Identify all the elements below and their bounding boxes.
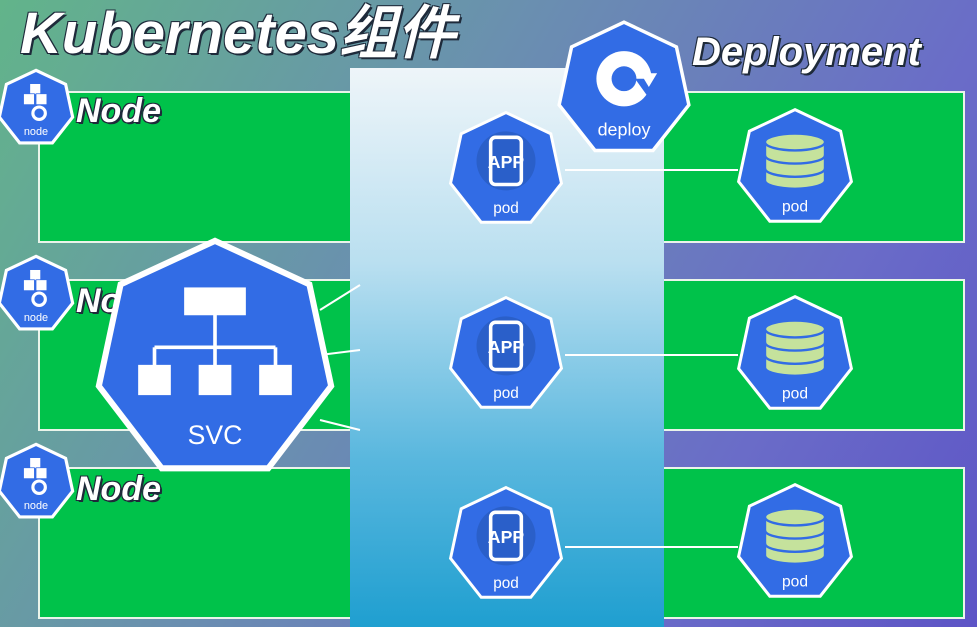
app-pod-icon-3: APP pod xyxy=(447,484,565,602)
svc-icon: SVC xyxy=(94,236,336,478)
node-icon-3: node xyxy=(0,442,75,520)
pod-text: pod xyxy=(782,199,808,216)
page-title: Kubernetes组件 xyxy=(20,1,456,66)
db-pod-icon-2: pod xyxy=(735,293,855,413)
app-text: APP xyxy=(488,337,525,357)
node-icon-text: node xyxy=(24,126,48,138)
pod-text: pod xyxy=(493,385,519,402)
app-text: APP xyxy=(488,152,525,172)
pod-text: pod xyxy=(782,574,808,591)
node-icon-1: node xyxy=(0,68,75,146)
pod-text: pod xyxy=(493,200,519,217)
svc-icon-text: SVC xyxy=(188,420,243,450)
app-text: APP xyxy=(488,527,525,547)
node-label-3: Node xyxy=(76,470,161,508)
app-pod-icon-1: APP pod xyxy=(447,109,565,227)
node-icon-text: node xyxy=(24,312,48,324)
deploy-icon-text: deploy xyxy=(598,119,651,139)
node-icon-text: node xyxy=(24,500,48,512)
node-label-1: Node xyxy=(76,92,161,130)
pod-text: pod xyxy=(782,386,808,403)
app-pod-icon-2: APP pod xyxy=(447,294,565,412)
deploy-icon: deploy xyxy=(555,18,693,156)
db-pod-icon-3: pod xyxy=(735,481,855,601)
pod-text: pod xyxy=(493,575,519,592)
deployment-label: Deployment xyxy=(692,30,921,74)
node-icon-2: node xyxy=(0,254,75,332)
db-pod-icon-1: pod xyxy=(735,106,855,226)
